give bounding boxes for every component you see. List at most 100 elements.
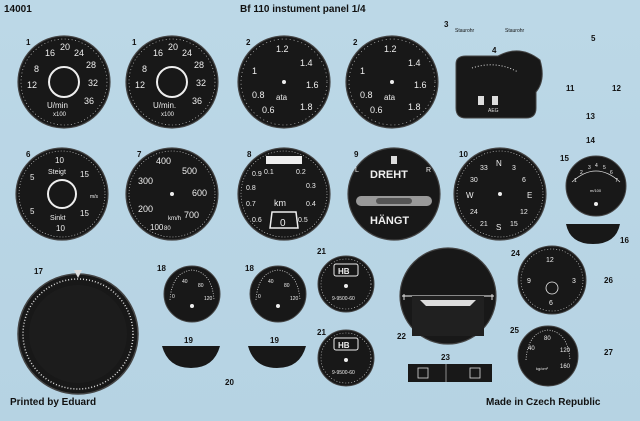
item-number: 20 [225, 378, 234, 387]
compass-tick: 21 [480, 221, 488, 228]
turn-bottom-label: HÄNGT [370, 214, 409, 227]
rpm-tick: 32 [88, 78, 98, 88]
compass-tick: 3 [512, 165, 516, 172]
clock-tick: 12 [546, 257, 554, 264]
small-gauge-tick: 6 [610, 170, 613, 176]
turn-left-label: L [355, 167, 359, 174]
item-number: 1 [26, 38, 31, 47]
rpm-tick: 20 [168, 42, 178, 52]
rpm-tick: 8 [142, 64, 147, 74]
hb-label: HB [338, 341, 350, 350]
temp-tick: 120 [204, 296, 213, 302]
origin-credit: Made in Czech Republic [486, 397, 601, 408]
staurohr-label-2: Staurohr [505, 28, 525, 34]
half-disc-19b [248, 346, 306, 368]
speed-tick: 700 [184, 210, 199, 220]
item-number: 1 [132, 38, 137, 47]
climb-tick: 5 [30, 173, 35, 182]
ata-unit: ata [384, 93, 396, 102]
instrument-strip-23 [408, 364, 492, 382]
rpm-tick: 8 [34, 64, 39, 74]
small-gauge-tick: 2 [580, 170, 583, 176]
altimeter-unit: km [274, 198, 286, 208]
compass-rose-gauge: N 3 6 E 12 15 S 21 24 W 30 33 [453, 147, 547, 241]
item-number: 18 [157, 264, 166, 273]
altimeter-drum: 0 [280, 218, 286, 229]
compass-tick: 33 [480, 165, 488, 172]
speed-sub: 80 [164, 226, 171, 232]
small-gauge-tick: 5 [603, 165, 606, 171]
turn-right-label: R [426, 167, 431, 174]
item-number: 2 [353, 38, 358, 47]
rpm-tick: 36 [192, 96, 202, 106]
speed-gauge: 300 400 500 600 700 200 100 km/h 80 [125, 147, 219, 241]
ata-unit: ata [276, 93, 288, 102]
rpm-tick: 20 [60, 42, 70, 52]
svg-text:AEG: AEG [488, 108, 499, 114]
temp-tick: 80 [284, 283, 290, 289]
item-number: 8 [247, 150, 252, 159]
pressure-gauge: 40 80 120 160 kg/cm² [517, 325, 579, 387]
speed-tick: 200 [138, 204, 153, 214]
item-number: 12 [612, 84, 621, 93]
speed-tick: 600 [192, 188, 207, 198]
altimeter-tick: 0.5 [298, 217, 308, 224]
item-number: 9 [354, 150, 359, 159]
ata-gauge-1: 1 1.2 1.4 1.6 1.8 0.8 0.6 ata [237, 35, 331, 129]
compass-tick: N [496, 159, 502, 168]
altimeter-tick: 0.3 [306, 183, 316, 190]
rpm-tick: 12 [27, 80, 37, 90]
small-scale-gauge: 1 2 3 4 5 6 7 m/100 [565, 155, 627, 217]
compass-tick: E [527, 191, 532, 200]
temp-tick: 40 [268, 279, 274, 285]
rpm-gauge-2: 8 12 16 20 24 28 32 36 U/min. x100 [125, 35, 219, 129]
altimeter-tick: 0.4 [306, 201, 316, 208]
climb-down-label: Sinkt [50, 215, 66, 222]
speed-tick: 100 [150, 223, 164, 232]
clock-gauge: 12 3 6 9 [517, 245, 587, 315]
item-number: 23 [441, 353, 450, 362]
small-gauge-tick: 7 [615, 178, 618, 184]
small-gauge-unit: m/100 [590, 188, 602, 193]
large-compass-bezel [17, 270, 139, 395]
pressure-tick: 40 [528, 346, 535, 352]
item-number: 25 [510, 326, 519, 335]
item-number: 14 [586, 136, 595, 145]
climb-tick: 15 [80, 170, 89, 179]
temp-tick: 0 [172, 294, 175, 300]
rpm-scale: x100 [53, 112, 67, 118]
rpm-tick: 28 [86, 60, 96, 70]
rpm-tick: 24 [182, 48, 192, 58]
ata-tick: 0.6 [370, 105, 383, 115]
sheet-title: Bf 110 instument panel 1/4 [240, 4, 366, 15]
pressure-tick: 160 [560, 364, 571, 370]
compass-tick: 15 [510, 221, 518, 228]
item-number: 4 [492, 46, 497, 55]
temp-tick: 120 [290, 296, 299, 302]
rpm-tick: 16 [45, 48, 55, 58]
item-number: 27 [604, 348, 613, 357]
ata-gauge-2: 1 1.2 1.4 1.6 1.8 0.8 0.6 ata [345, 35, 439, 129]
ata-tick: 1.2 [276, 44, 289, 54]
item-number: 26 [604, 276, 613, 285]
temp-gauge-1: 0 40 80 120 [163, 265, 221, 323]
rpm-tick: 16 [153, 48, 163, 58]
climb-up-label: Steigt [48, 169, 66, 176]
altimeter-tick: 0.8 [246, 185, 256, 192]
item-number: 19 [184, 336, 193, 345]
item-number: 5 [591, 34, 596, 43]
ata-tick: 1.4 [408, 58, 421, 68]
hb-gauge-2: HB 9-9500-60 [317, 329, 375, 387]
rpm-tick: 32 [196, 78, 206, 88]
ata-tick: 1 [252, 66, 257, 76]
speed-unit: km/h [168, 216, 181, 222]
item-number: 18 [245, 264, 254, 273]
climb-tick: 15 [80, 209, 89, 218]
item-number: 15 [560, 154, 569, 163]
item-number: 22 [397, 332, 406, 341]
temp-tick: 80 [198, 283, 204, 289]
speed-tick: 400 [156, 156, 171, 166]
rpm-unit: U/min [47, 101, 68, 110]
pressure-tick: 120 [560, 348, 571, 354]
